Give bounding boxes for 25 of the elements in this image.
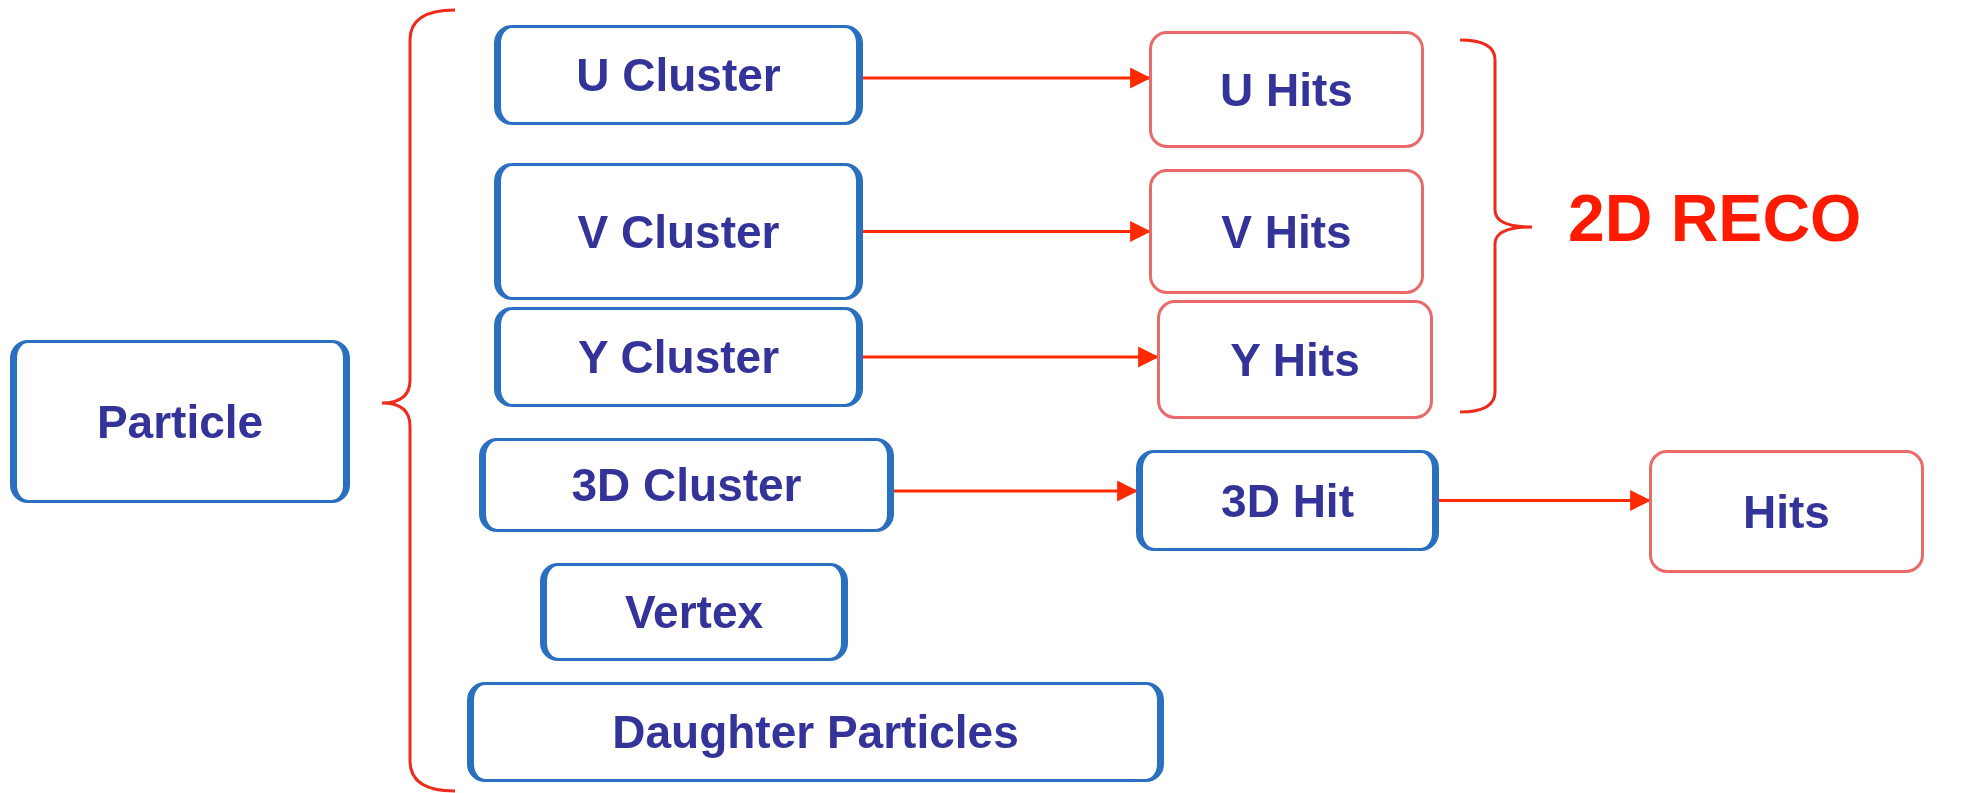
rounded-box [1649,450,1924,573]
rounded-box [467,682,1164,782]
node-label: Y Cluster [577,330,780,384]
node-label: 3D Hit [1221,473,1354,528]
rounded-box [1136,450,1439,551]
rounded-box [494,163,863,300]
rounded-box [479,438,894,532]
node-label: V Cluster [577,204,780,259]
rounded-box [1149,31,1424,148]
rounded-box [494,25,863,125]
rounded-box [494,307,863,407]
node-label: Vertex [624,585,764,639]
node-label: U Hits [1220,62,1353,117]
rounded-box [10,340,350,503]
rounded-box [540,563,848,661]
node-label: Y Hits [1230,332,1360,387]
node-label: 3D Cluster [571,458,802,512]
group-label: 2D RECO [1568,180,1862,256]
node-label: V Hits [1221,204,1352,259]
rounded-box [1157,300,1433,419]
node-label: Particle [96,394,264,449]
rounded-box [1149,169,1424,294]
node-label: Hits [1743,484,1830,539]
node-label: Daughter Particles [612,705,1019,759]
node-label: U Cluster [576,48,781,102]
